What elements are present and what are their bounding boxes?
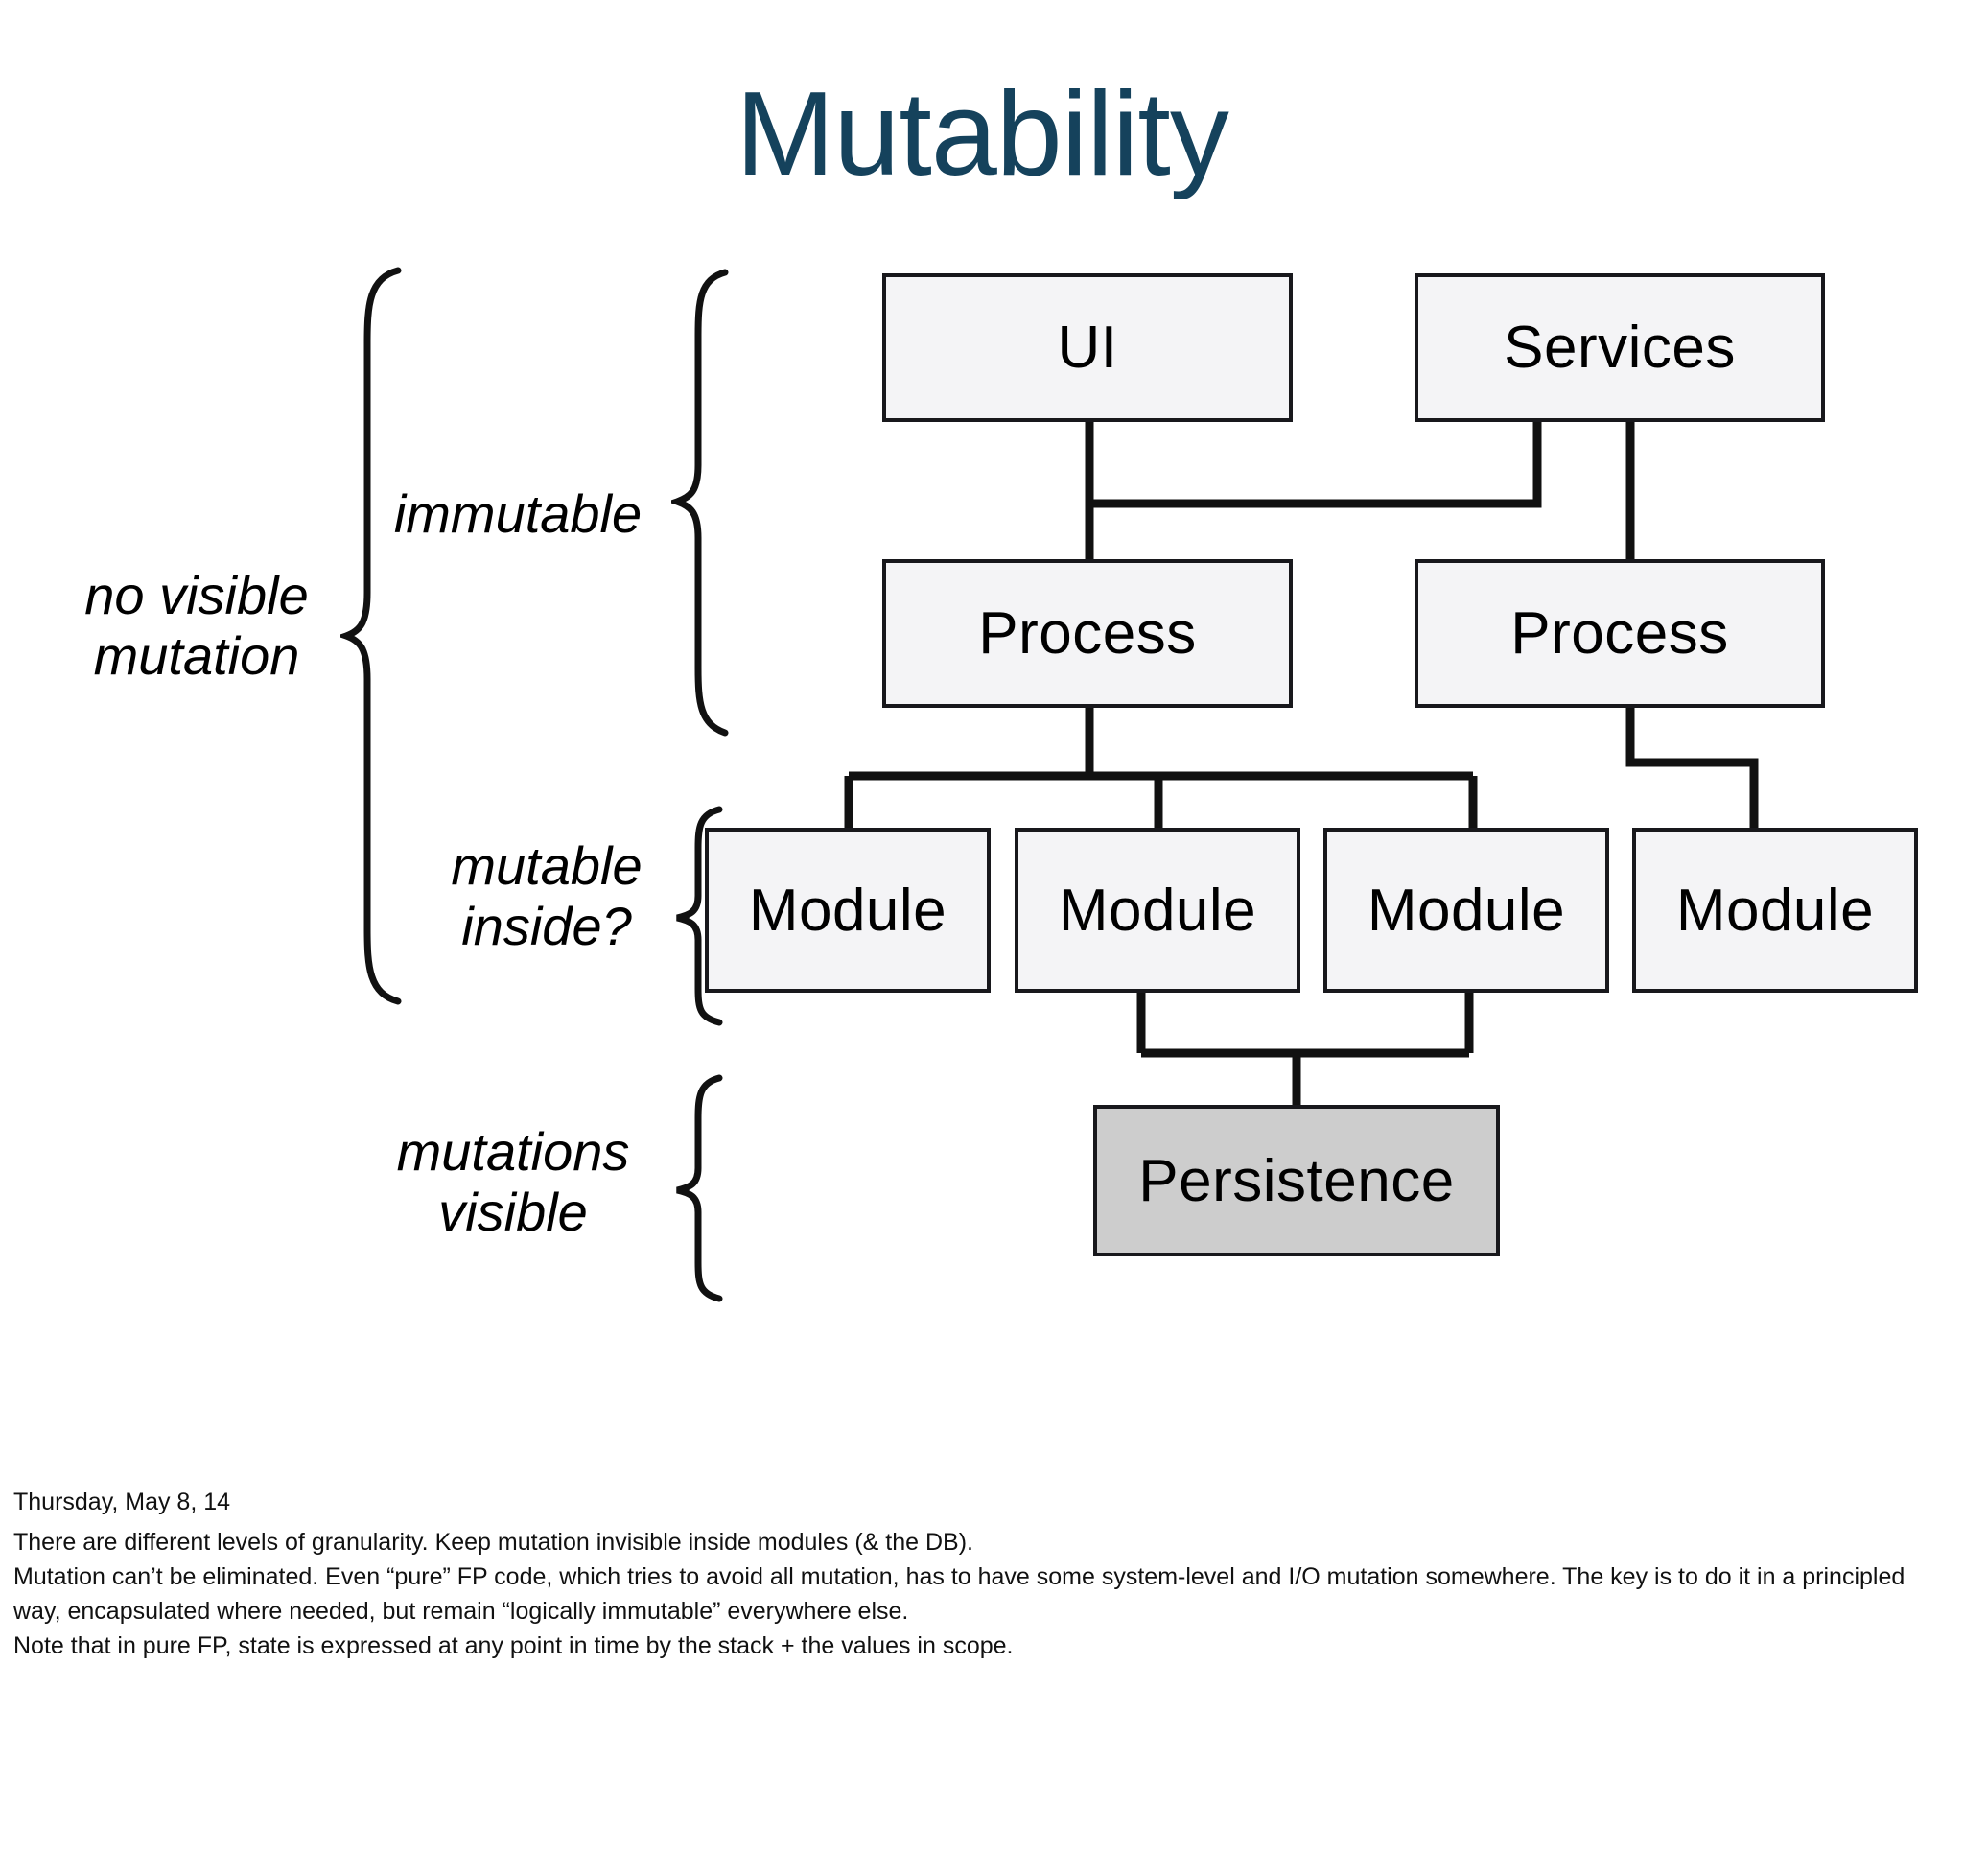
page-title: Mutability (736, 68, 1229, 200)
slide-date: Thursday, May 8, 14 (13, 1489, 231, 1515)
slide-canvas: Mutability no visible mutation immutable… (0, 68, 1964, 1468)
label-immutable: immutable (393, 483, 643, 544)
note-line-2: Mutation can’t be eliminated. Even “pure… (13, 1563, 1906, 1625)
node-process-2[interactable]: Process (1415, 559, 1825, 708)
node-persistence[interactable]: Persistence (1093, 1105, 1500, 1256)
node-services[interactable]: Services (1415, 273, 1825, 422)
brace-mutable-inside (676, 806, 723, 1026)
node-module-2[interactable]: Module (1015, 828, 1300, 993)
label-mutable-inside: mutable inside? (451, 835, 643, 956)
node-module-3[interactable]: Module (1323, 828, 1609, 993)
brace-mutations-visible (676, 1074, 723, 1302)
node-ui[interactable]: UI (882, 273, 1293, 422)
node-module-1[interactable]: Module (705, 828, 991, 993)
note-line-3: Note that in pure FP, state is expressed… (13, 1632, 1014, 1659)
note-line-1: There are different levels of granularit… (13, 1529, 973, 1556)
connector-lines (844, 422, 1759, 1108)
label-mutations-visible: mutations visible (396, 1121, 630, 1242)
brace-immutable (671, 269, 729, 737)
brace-no-visible-mutation (340, 267, 402, 1005)
node-process-1[interactable]: Process (882, 559, 1293, 708)
node-module-4[interactable]: Module (1632, 828, 1918, 993)
speaker-notes: Thursday, May 8, 14 There are different … (0, 1466, 1964, 1876)
label-no-visible-mutation: no visible mutation (84, 565, 309, 686)
